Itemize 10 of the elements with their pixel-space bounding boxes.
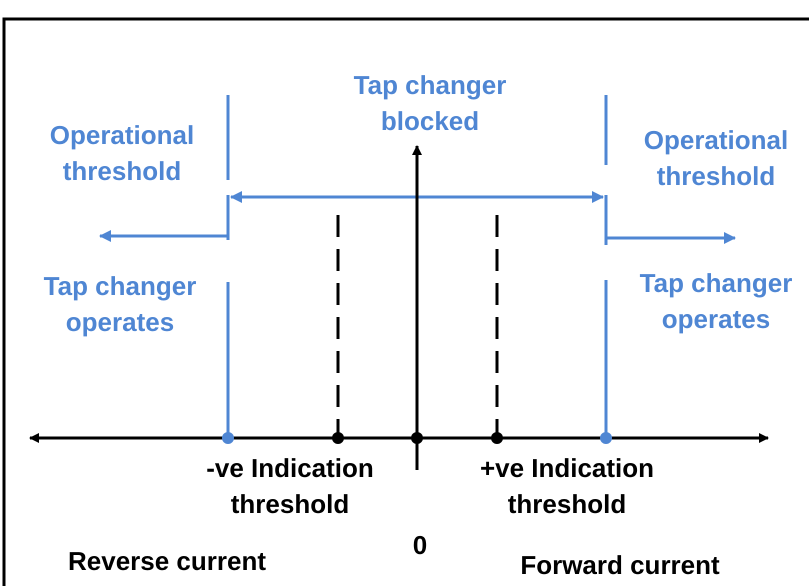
annotation-text: Tap changer blocked bbox=[352, 69, 508, 138]
annotation-text: Tap changer operates bbox=[638, 267, 794, 336]
axis-label: Reverse current bbox=[67, 545, 267, 578]
axis-label: 0 bbox=[412, 529, 428, 562]
annotation-text: Tap changer operates bbox=[42, 270, 198, 339]
annotation-text: Operational threshold bbox=[48, 119, 196, 188]
axis-label: +ve Indication threshold bbox=[478, 452, 656, 521]
axis-label: Forward current bbox=[519, 549, 721, 582]
annotation-text: Operational threshold bbox=[642, 124, 790, 193]
axis-label: -ve Indication threshold bbox=[205, 452, 375, 521]
